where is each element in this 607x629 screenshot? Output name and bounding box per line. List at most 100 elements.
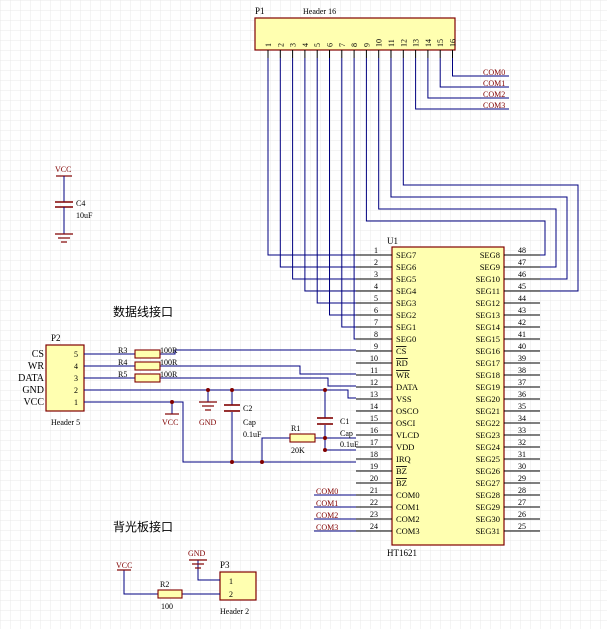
ic-u1-com-net-label: COM1 [316,499,338,508]
header-p1-pin-number: 4 [301,43,310,47]
ic-u1-pin-number: 12 [370,378,378,387]
header-p1-pin-number: 14 [424,39,433,47]
c2-designator: C2 [243,404,252,413]
resistor-r4-body[interactable] [134,361,161,371]
ic-u1-pin-name: SEG31 [475,526,500,536]
ic-u1-pin-name: SEG10 [475,274,500,284]
com-net-label-top: COM1 [483,79,505,88]
r1-value: 20K [291,446,305,455]
header-p1-pin-number: 6 [326,43,335,47]
resistor-r1[interactable]: R1 20K [289,424,316,455]
p3-wires [123,560,220,595]
ic-u1-pin-name: OSCO [396,406,419,416]
ic-u1-pin-number: 3 [374,270,378,279]
ic-u1-pin-name: RD [396,358,408,368]
header-p2-designator: P2 [51,333,61,343]
capacitor-c1[interactable]: C1 Cap 0.1uF [317,417,359,449]
p1-seg-wire-right [390,58,568,280]
ic-u1-pin-number: 26 [518,510,526,519]
header-p3-designator: P3 [220,560,230,570]
p1-seg-wire [292,58,356,280]
header-p1-pin-number: 10 [375,39,384,47]
ic-u1-pin-number: 13 [370,390,378,399]
ic-u1-pin-name: SEG1 [396,322,416,332]
ic-u1-pin-name: CS [396,346,407,356]
gnd-label-p3: GND [188,549,206,558]
ic-u1-pin-number: 44 [518,294,526,303]
ic-u1-pin-number: 20 [370,474,378,483]
header-p1-pin-number: 2 [276,43,285,47]
p1-seg-wire [329,58,356,316]
p1-seg-wire [341,58,356,328]
header-p2-pin-number: 2 [74,386,78,395]
resistor-r3-body[interactable] [134,349,161,359]
ic-u1-pin-name: SEG29 [475,502,500,512]
ic-u1-pin-number: 7 [374,318,378,327]
capacitor-c4[interactable]: VCC C4 10uF [55,165,93,243]
resistor-r5-body[interactable] [134,373,161,383]
gnd-label-p2: GND [199,418,217,427]
ic-u1-pin-number: 27 [518,498,526,507]
ic-u1-pin-number: 37 [518,378,526,387]
ic-u1-pin-name: SEG24 [475,442,500,452]
header-p1-body [254,17,456,51]
ic-u1-pin-name: SEG19 [475,382,500,392]
capacitor-c2[interactable]: C2 Cap 0.1uF [224,404,262,439]
ic-u1-pin-number: 21 [370,486,378,495]
p1-seg-wire [304,58,356,292]
p1-com-wire [415,58,509,110]
ic-u1-pin-name: SEG16 [475,346,500,356]
ic-u1-pin-name: SEG13 [475,310,500,320]
p1-com-wires [415,58,509,110]
p1-seg-left-wires [267,58,356,340]
header-p2-signal: CS [32,349,44,360]
ic-u1-pin-name: WR [396,370,410,380]
c1-designator: C1 [340,417,349,426]
c4-vcc-label: VCC [55,165,71,174]
header-p1-comment: Header 16 [303,7,336,16]
resistor-r5-value: 100R [160,370,178,379]
ic-u1-pin-number: 38 [518,366,526,375]
resistor-r5-designator: R5 [118,370,127,379]
header-p3-comment: Header 2 [220,607,249,616]
ic-u1-pin-number: 29 [518,474,526,483]
ic-u1-pin-number: 41 [518,330,526,339]
ic-u1-pin-name: COM2 [396,514,420,524]
p1-seg-wire [316,58,356,304]
r2-value: 100 [161,602,173,611]
ic-u1-pin-name: SEG25 [475,454,500,464]
ic-u1-pin-number: 16 [370,426,378,435]
ic-u1-pin-name: SEG3 [396,298,416,308]
header-p1-pin-number: 9 [362,43,371,47]
c2-type: Cap [243,418,256,427]
resistor-r3-designator: R3 [118,346,127,355]
ic-u1-pin-number: 46 [518,270,526,279]
ic-u1-pin-number: 24 [370,522,378,531]
ic-u1-pin-name: VSS [396,394,412,404]
header-p3-pin2: 2 [229,590,233,599]
p1-seg-right-wires [365,58,579,292]
ic-u1-pin-number: 30 [518,462,526,471]
ic-u1-pin-name: COM3 [396,526,420,536]
ic-u1-pin-number: 22 [370,498,378,507]
ic-u1-pin-number: 33 [518,426,526,435]
resistor-r2[interactable]: R2 100 [157,580,183,611]
header-p3-body [219,571,257,601]
header-p2-signal: VCC [23,397,44,408]
ic-u1-pin-name: SEG20 [475,394,500,404]
header-p1-pin-number: 16 [449,39,458,47]
ic-u1-pin-name: BZ [396,478,407,488]
p1-seg-wire-right [378,58,557,268]
header-p1-pin-number: 1 [264,43,273,47]
header-p3[interactable]: P3 1 2 Header 2 [219,560,257,616]
ic-u1-pin-number: 9 [374,342,378,351]
